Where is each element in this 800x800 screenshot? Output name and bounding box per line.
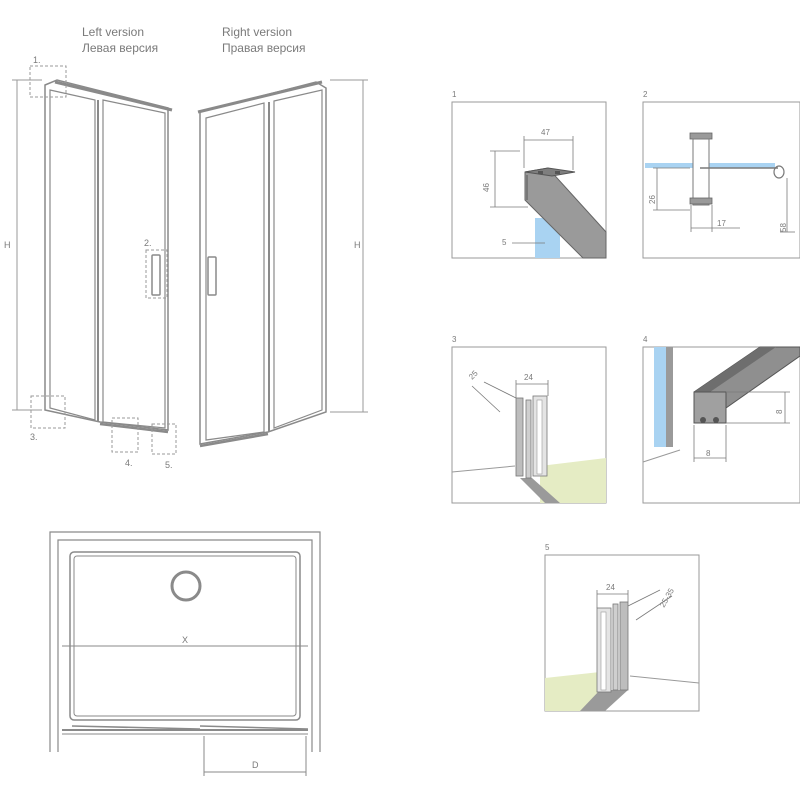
left-height-dimension <box>12 79 42 411</box>
detail-2-width: 17 <box>717 219 726 228</box>
callout-label-5: 5. <box>165 460 173 470</box>
left-height-label: H <box>4 240 11 250</box>
callout-label-1: 1. <box>33 55 41 65</box>
callout-box-4 <box>111 417 139 453</box>
detail-1-width: 47 <box>541 128 550 137</box>
detail-2-panel: 26 17 58 <box>642 101 800 259</box>
callout-box-2 <box>145 249 168 299</box>
detail-4-panel: 8 8 <box>642 346 800 504</box>
detail-1-gap: 5 <box>502 238 507 247</box>
callout-label-4: 4. <box>125 458 133 468</box>
right-version-title-ru: Правая версия <box>222 41 306 55</box>
callout-box-3 <box>30 395 66 429</box>
right-version-title: Right version <box>222 25 292 39</box>
right-height-dimension <box>330 79 368 413</box>
detail-2-number: 2 <box>643 90 648 99</box>
callout-box-1 <box>29 65 67 98</box>
detail-1-panel: 47 46 5 <box>451 101 607 259</box>
drain-icon <box>170 570 202 602</box>
callout-label-2: 2. <box>144 238 152 248</box>
detail-1-number: 1 <box>452 90 457 99</box>
right-height-label: H <box>354 240 361 250</box>
detail-4-width: 8 <box>706 449 711 458</box>
detail-5-number: 5 <box>545 543 550 552</box>
plan-depth-label: D <box>252 760 259 770</box>
detail-3-number: 3 <box>452 335 457 344</box>
left-version-title: Left version <box>82 25 144 39</box>
right-version-door <box>197 80 327 448</box>
left-version-door <box>44 79 173 434</box>
detail-2-height: 26 <box>648 195 657 204</box>
plan-view <box>49 531 321 776</box>
detail-4-number: 4 <box>643 335 648 344</box>
plan-width-label: X <box>182 635 188 645</box>
detail-3-panel: 24 25 <box>451 346 607 504</box>
callout-label-3: 3. <box>30 432 38 442</box>
detail-5-panel: 24 25-35 <box>544 554 700 712</box>
detail-2-total: 58 <box>779 223 788 232</box>
detail-3-width: 24 <box>524 373 533 382</box>
left-version-title-ru: Левая версия <box>82 41 158 55</box>
detail-5-width: 24 <box>606 583 615 592</box>
detail-1-height: 46 <box>482 183 491 192</box>
callout-box-5 <box>151 423 177 455</box>
detail-4-height: 8 <box>775 409 784 414</box>
